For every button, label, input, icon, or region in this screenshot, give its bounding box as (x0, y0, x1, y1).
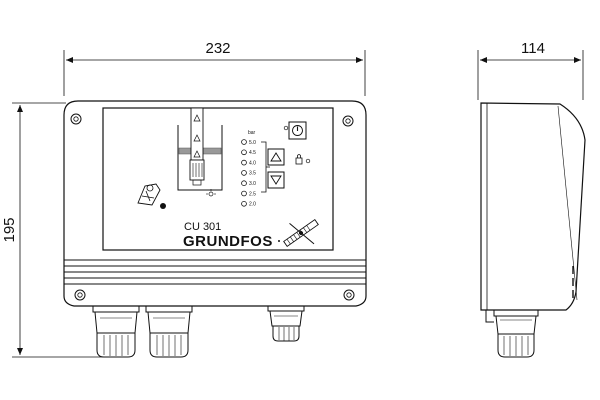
pressure-scale-label-4: 3.0 (249, 181, 256, 187)
brand-logo-text: GRUNDFOS (183, 233, 273, 250)
screw-top-right (342, 115, 354, 127)
screw-bottom-right (343, 289, 355, 301)
front-panel (102, 107, 334, 251)
pressure-unit-label: bar (248, 130, 256, 136)
power-button-icon[interactable] (283, 121, 307, 140)
pressure-led-3 (241, 170, 247, 176)
dry-running-pump-icon (137, 183, 166, 209)
width-dimension-label: 232 (205, 40, 230, 57)
grundfos-crossed-symbol-icon (283, 219, 319, 247)
side-cable-gland (485, 309, 539, 358)
pressure-scale-label-0: 5.0 (249, 140, 256, 146)
down-triangle-button-icon[interactable] (267, 171, 285, 189)
pressure-led-1 (241, 149, 247, 156)
pressure-led-5 (241, 190, 247, 197)
pressure-scale-label-5: 2.5 (249, 191, 256, 197)
pressure-scale-label-2: 4.0 (249, 160, 256, 166)
pressure-scale-label-6: 2.0 (249, 202, 256, 208)
depth-dimension: 114 (477, 40, 584, 100)
height-dimension: 195 (1, 102, 120, 358)
pressure-scale-label-1: 4.5 (249, 150, 256, 156)
pressure-scale-label-3: 3.5 (249, 171, 256, 177)
front-enclosure (63, 100, 367, 307)
width-dimension: 232 (63, 40, 366, 96)
cable-gland-small (267, 305, 305, 342)
cooling-fins (64, 259, 366, 285)
pump-tank-icon (177, 107, 223, 197)
pressure-led-4 (241, 180, 247, 187)
side-view (480, 102, 586, 358)
lock-icon (295, 154, 311, 165)
pressure-led-2 (241, 159, 247, 166)
depth-dimension-label: 114 (521, 40, 545, 57)
pressure-led-6 (241, 201, 247, 207)
height-dimension-label: 195 (1, 217, 18, 242)
screw-top-left (70, 113, 82, 125)
brand-dot (278, 240, 280, 242)
model-label: CU 301 (184, 221, 221, 233)
cable-gland-large-middle (145, 305, 193, 358)
pressure-scale: bar 5.0 4.5 4.0 3.5 3.0 2.5 2.0 (241, 130, 270, 208)
side-enclosure (480, 102, 586, 311)
front-view: bar 5.04.54.03.53.02.52.0 CU 3 (63, 100, 367, 358)
cable-gland-large-left (92, 305, 140, 358)
pressure-led-0 (241, 139, 247, 145)
up-triangle-button-icon[interactable] (267, 148, 285, 166)
screw-bottom-left (74, 289, 86, 301)
